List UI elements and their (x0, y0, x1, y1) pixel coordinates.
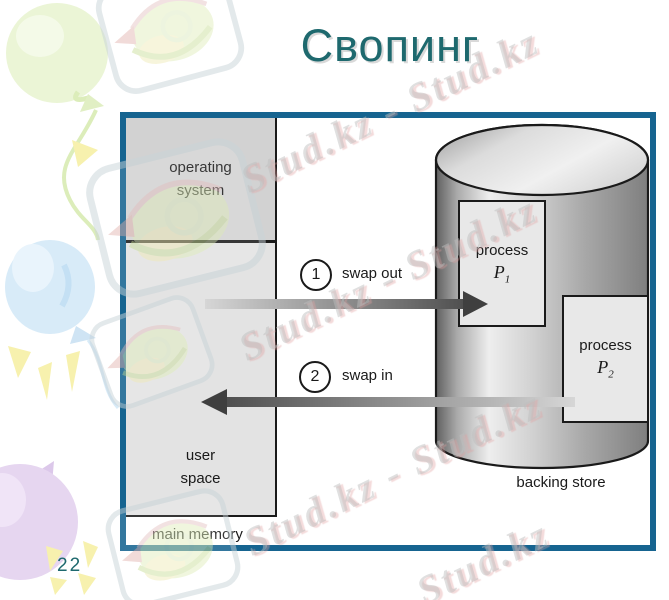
process-p2-name: P2 (597, 357, 614, 381)
backing-store-caption: backing store (516, 474, 606, 491)
swap-in-label: swap in (342, 367, 393, 384)
process-p1-label: process (475, 241, 529, 259)
user-space-label-line2: space (180, 469, 221, 487)
operating-system-label-line2: system (176, 182, 225, 199)
blue-balloon-icon (5, 240, 120, 410)
process-p2-box: process P2 (562, 295, 649, 423)
operating-system-label-line1: operating (169, 158, 232, 176)
process-p1-letter: P (493, 261, 505, 282)
cylinder-top (434, 123, 650, 197)
page-number: 22 (57, 555, 83, 576)
sparkle-icon (8, 140, 98, 595)
user-space-label-line1: user (185, 446, 216, 464)
process-p2-subscript: 2 (608, 368, 614, 381)
swap-out-label: swap out (342, 265, 403, 282)
process-p1-box: process P1 (458, 200, 546, 327)
swap-out-number-badge: 1 (300, 259, 332, 291)
diagram-frame: operating system user space main memory (120, 112, 656, 551)
main-memory-box: operating system user space (126, 118, 277, 517)
process-p2-letter: P (597, 357, 609, 378)
operating-system-section: operating system (126, 118, 275, 243)
process-p1-name: P1 (494, 262, 511, 286)
green-balloon-icon (6, 3, 108, 241)
slide-title: Свопинг (300, 20, 480, 71)
process-p1-subscript: 1 (504, 273, 511, 286)
hummingbird-logo-icon (94, 0, 246, 96)
main-memory-caption: main memory (152, 526, 243, 543)
swap-in-number-badge: 2 (299, 361, 331, 393)
user-space-label: user space (126, 444, 275, 491)
process-p2-label: process (579, 337, 632, 355)
